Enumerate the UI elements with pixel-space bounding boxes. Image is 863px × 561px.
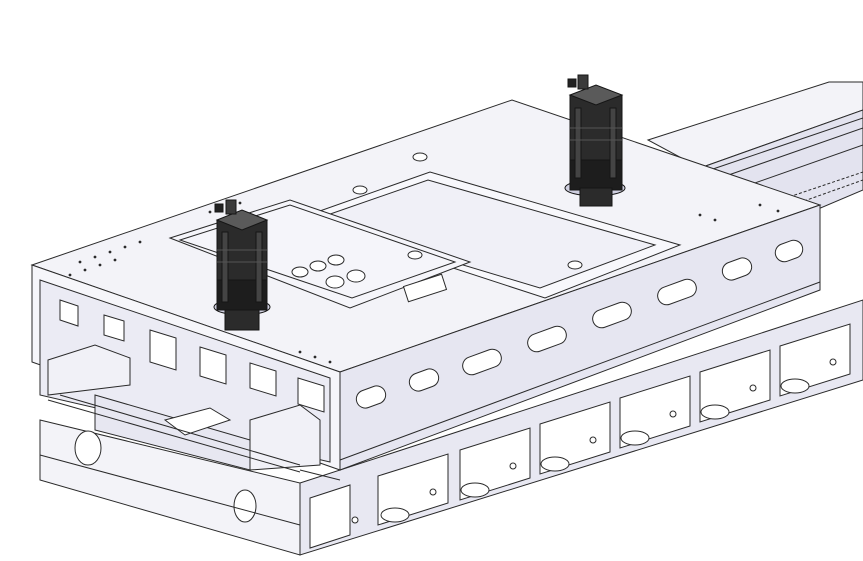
top-face-holes [68,201,780,364]
side-lightening-slots [355,239,804,409]
servo-motor-front [213,199,271,331]
lower-base-casting [39,299,863,556]
front-cradle-block [47,344,321,473]
front-face-windows [59,299,325,413]
servo-motor-rear [564,74,626,207]
base-rib-pockets [309,323,851,549]
base-rib-holes [351,358,837,524]
